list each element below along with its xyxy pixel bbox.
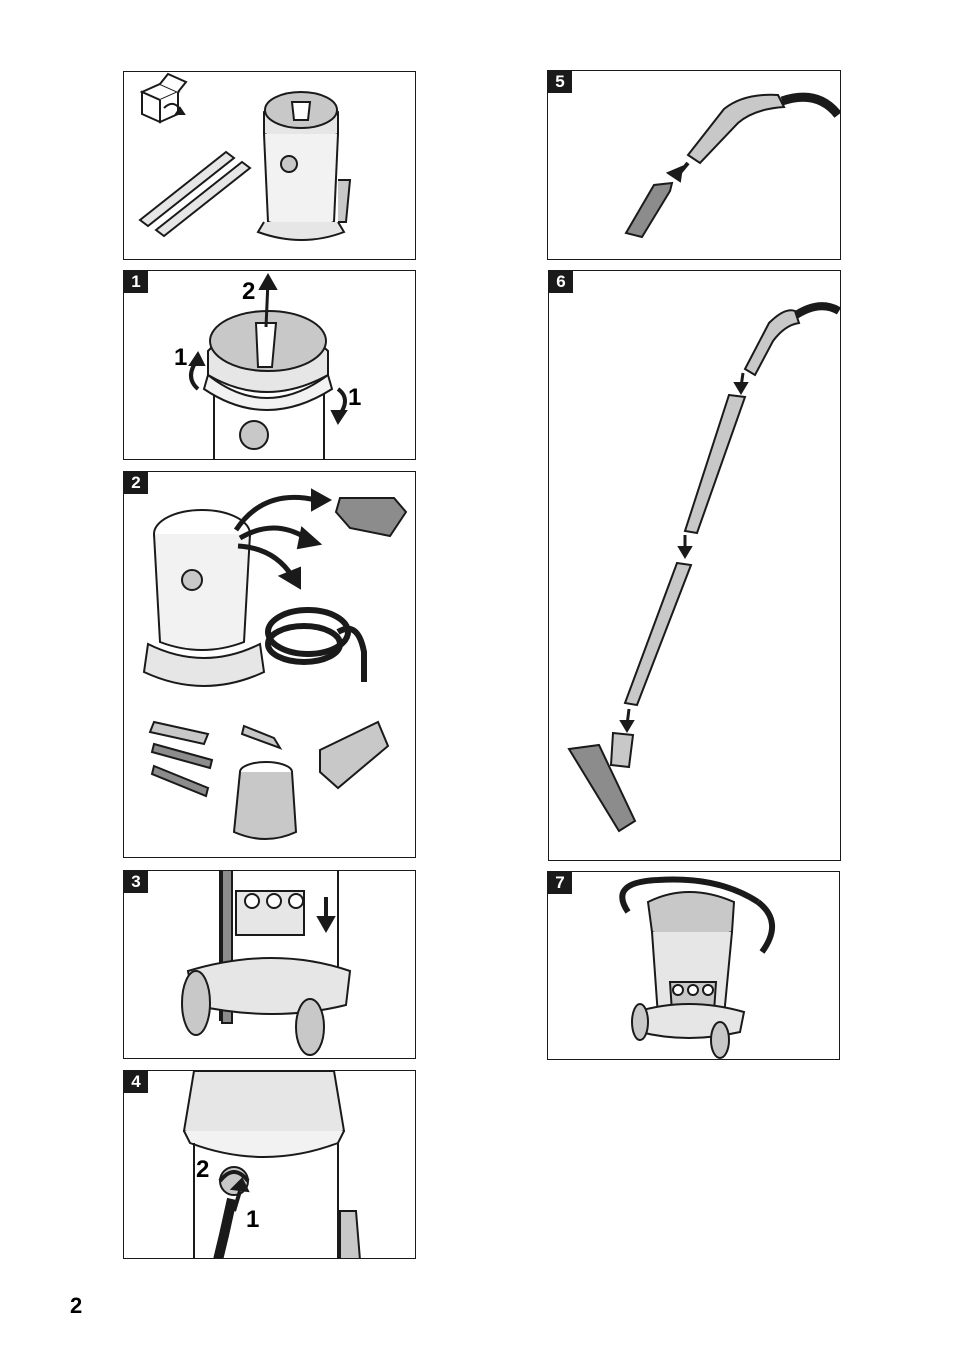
step-1-illustration: 2 1 1 — [124, 271, 416, 460]
panel-step-1: 1 2 1 1 — [123, 270, 416, 460]
vacuum-unit — [258, 92, 350, 240]
step-badge: 2 — [124, 472, 148, 494]
step-badge: 4 — [124, 1071, 148, 1093]
step-5-illustration — [548, 71, 841, 260]
callout-1: 1 — [246, 1206, 259, 1233]
step-3-illustration — [124, 871, 416, 1059]
step-4-illustration: 2 1 — [124, 1071, 416, 1259]
step-badge: 7 — [548, 872, 572, 894]
panel-contents — [123, 71, 416, 260]
callout-2: 2 — [242, 278, 255, 305]
extension-tubes — [140, 152, 250, 236]
step-badge: 6 — [549, 271, 573, 293]
panel-step-4: 4 2 1 — [123, 1070, 416, 1259]
unbox-icon — [142, 74, 186, 122]
panel-step-6: 6 — [548, 270, 841, 861]
panel-step-3: 3 — [123, 870, 416, 1059]
step-2-illustration — [124, 472, 416, 858]
panel-step-7: 7 — [547, 871, 840, 1060]
callout-1-right: 1 — [348, 384, 361, 411]
step-6-illustration — [549, 271, 841, 861]
contents-illustration — [124, 72, 416, 260]
panel-step-5: 5 — [547, 70, 841, 260]
step-badge: 5 — [548, 71, 572, 93]
step-badge: 3 — [124, 871, 148, 893]
page-number: 2 — [70, 1293, 82, 1319]
step-7-illustration — [548, 872, 840, 1060]
panel-step-2: 2 — [123, 471, 416, 858]
callout-2: 2 — [196, 1156, 209, 1183]
step-badge: 1 — [124, 271, 148, 293]
callout-1-left: 1 — [174, 344, 187, 371]
